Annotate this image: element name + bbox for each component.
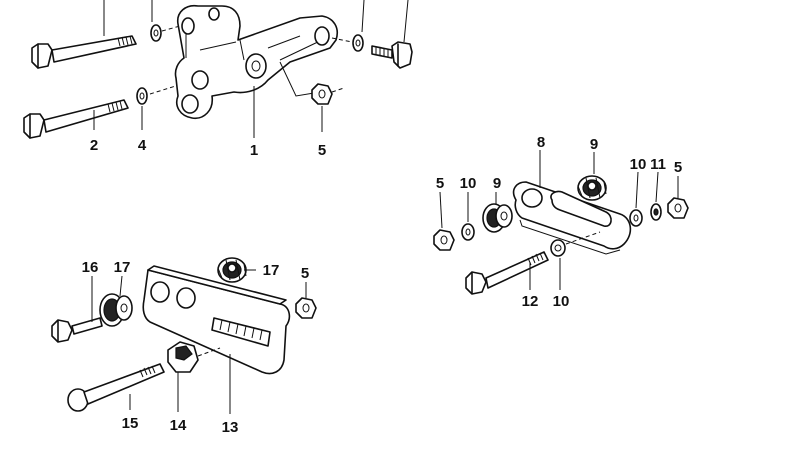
bolt-lower-left (23, 99, 129, 139)
callout-1: 1 (250, 142, 258, 159)
plate-8 (512, 181, 632, 255)
callout-16: 16 (82, 259, 99, 276)
callout-14: 14 (170, 417, 187, 434)
callout-10: 10 (553, 293, 570, 310)
bolt-16 (51, 317, 103, 343)
callout-17: 17 (114, 259, 131, 276)
nut-5-right-right (667, 197, 689, 219)
nut-5-bottom (295, 297, 317, 319)
callout-12: 12 (522, 293, 539, 310)
washer-10-left (461, 223, 475, 241)
assembly-right: 8 9 5 10 9 10 11 5 12 10 (433, 134, 689, 310)
callout-10: 10 (630, 156, 647, 173)
washer-10-bottom (550, 239, 566, 257)
bushing-9-top (577, 175, 607, 201)
callout-9: 9 (590, 136, 598, 153)
bushing-17-right (217, 257, 247, 283)
callout-2: 2 (90, 137, 98, 154)
nut-5-top (311, 83, 333, 105)
callout-5: 5 (318, 142, 326, 159)
callout-5: 5 (436, 175, 444, 192)
bushing-9-left (482, 203, 513, 233)
nut-5-right-left (433, 229, 455, 251)
plate-13 (142, 265, 291, 375)
callout-8: 8 (537, 134, 545, 151)
bracket-1 (174, 4, 338, 120)
bolt-upper-left (31, 35, 137, 69)
callout-10: 10 (460, 175, 477, 192)
callout-15: 15 (122, 415, 139, 432)
bolt-upper-right (371, 41, 413, 69)
callout-13: 13 (222, 419, 239, 436)
washer-upper-left (150, 24, 162, 42)
bushing-17-left (99, 293, 133, 327)
bolt-15 (67, 363, 165, 412)
washer-10-right (629, 209, 643, 227)
callout-4: 4 (138, 137, 147, 154)
nut-14 (167, 341, 199, 373)
assembly-bottom-left: 16 17 17 5 15 14 13 (51, 257, 317, 436)
callout-11: 11 (650, 156, 666, 173)
washer-4 (136, 87, 148, 105)
washer-upper-right (352, 34, 364, 52)
assembly-top-left: 2 4 1 5 (23, 0, 413, 159)
callout-5: 5 (301, 265, 309, 282)
callout-17: 17 (263, 262, 280, 279)
callout-5: 5 (674, 159, 682, 176)
bolt-12 (465, 251, 549, 295)
callout-9: 9 (493, 175, 501, 192)
